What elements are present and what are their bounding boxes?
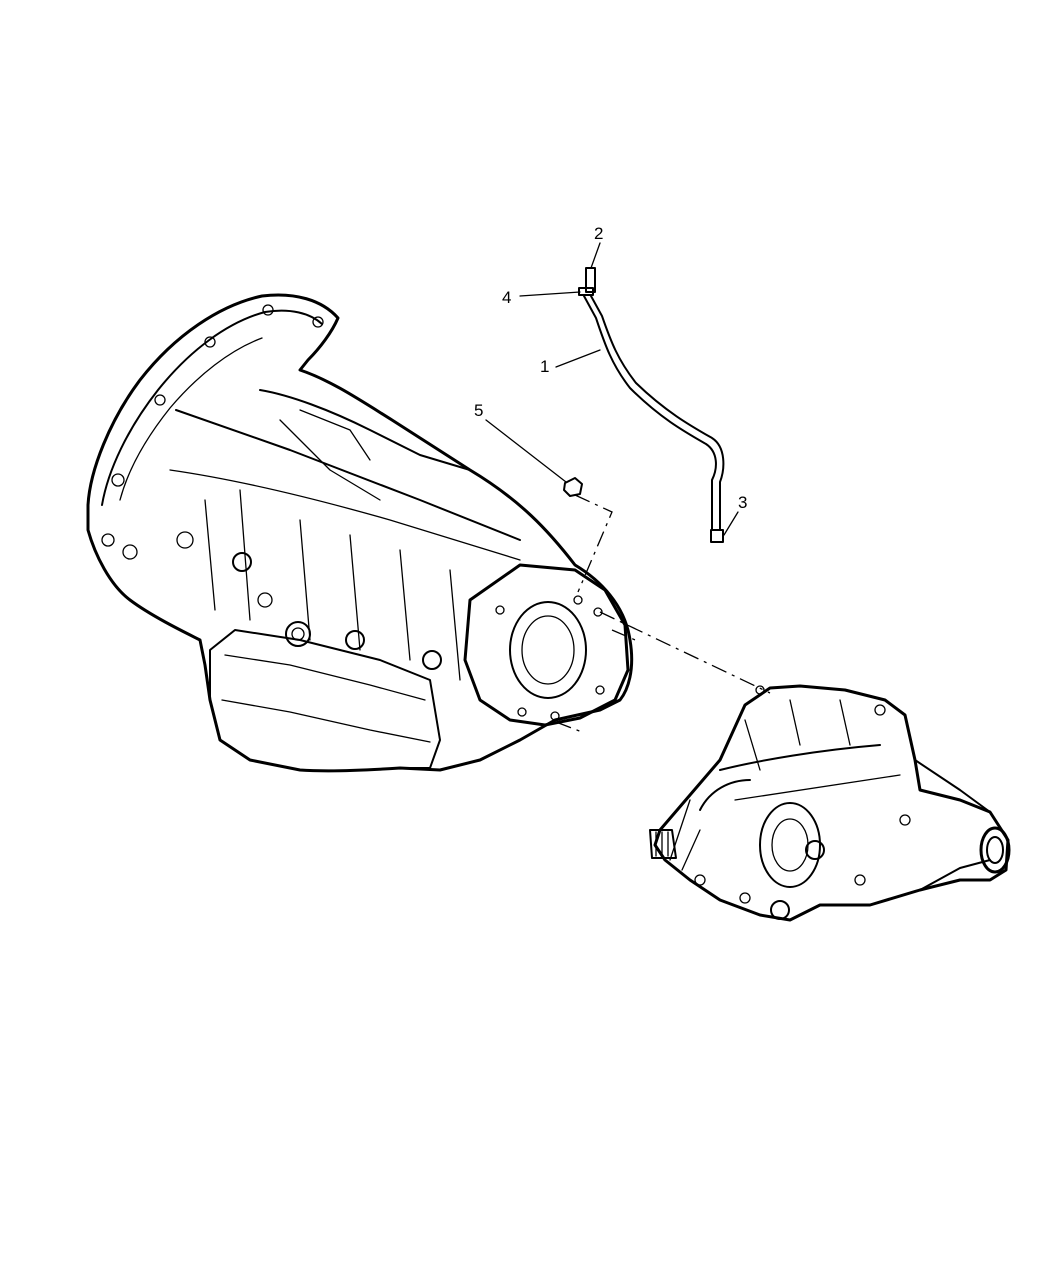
nut bbox=[563, 477, 583, 497]
callout-5: 5 bbox=[474, 401, 483, 420]
alignment-lines bbox=[555, 494, 771, 733]
callout-3: 3 bbox=[738, 493, 747, 512]
callout-4: 4 bbox=[502, 288, 511, 307]
callout-2: 2 bbox=[594, 224, 603, 243]
callouts: 1 2 3 4 5 bbox=[474, 224, 747, 512]
callout-1: 1 bbox=[540, 357, 549, 376]
transfer-case bbox=[649, 684, 1011, 922]
vent-hose bbox=[583, 295, 725, 531]
leader-lines bbox=[485, 242, 739, 536]
transmission bbox=[86, 293, 634, 773]
hose-end bbox=[710, 529, 724, 543]
